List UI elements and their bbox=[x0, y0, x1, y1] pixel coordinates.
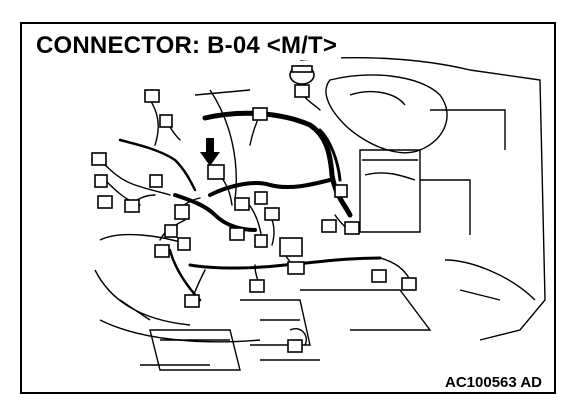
connector bbox=[97, 195, 113, 209]
connector bbox=[249, 279, 265, 293]
connector bbox=[334, 184, 348, 198]
connector bbox=[144, 89, 160, 103]
connector bbox=[264, 207, 280, 221]
connector bbox=[159, 114, 173, 128]
connector bbox=[91, 152, 107, 166]
connector bbox=[234, 197, 250, 211]
figure-border bbox=[20, 22, 556, 394]
connector bbox=[254, 234, 268, 248]
connector bbox=[344, 221, 360, 235]
connector bbox=[294, 84, 310, 98]
body-panel-outlines bbox=[94, 56, 546, 371]
connector bbox=[401, 277, 417, 291]
sensor-component bbox=[289, 65, 315, 85]
figure-code: AC100563 AD bbox=[445, 374, 542, 391]
connector bbox=[287, 339, 303, 353]
connector bbox=[229, 227, 245, 241]
connector bbox=[154, 244, 170, 258]
connector bbox=[94, 174, 108, 188]
connector bbox=[321, 219, 337, 233]
arrow-icon bbox=[200, 138, 220, 166]
connector bbox=[149, 174, 163, 188]
connector bbox=[252, 107, 268, 121]
connector bbox=[184, 294, 200, 308]
connector bbox=[207, 164, 225, 180]
connector bbox=[174, 204, 190, 220]
harness-connectors bbox=[91, 84, 417, 353]
connector bbox=[371, 269, 387, 283]
connector-title: CONNECTOR: B-04 <M/T> bbox=[36, 34, 342, 60]
connector bbox=[177, 237, 191, 251]
connector bbox=[124, 199, 140, 213]
connector bbox=[287, 261, 305, 275]
connector bbox=[279, 237, 303, 257]
connector bbox=[254, 191, 268, 205]
connector bbox=[164, 224, 178, 238]
